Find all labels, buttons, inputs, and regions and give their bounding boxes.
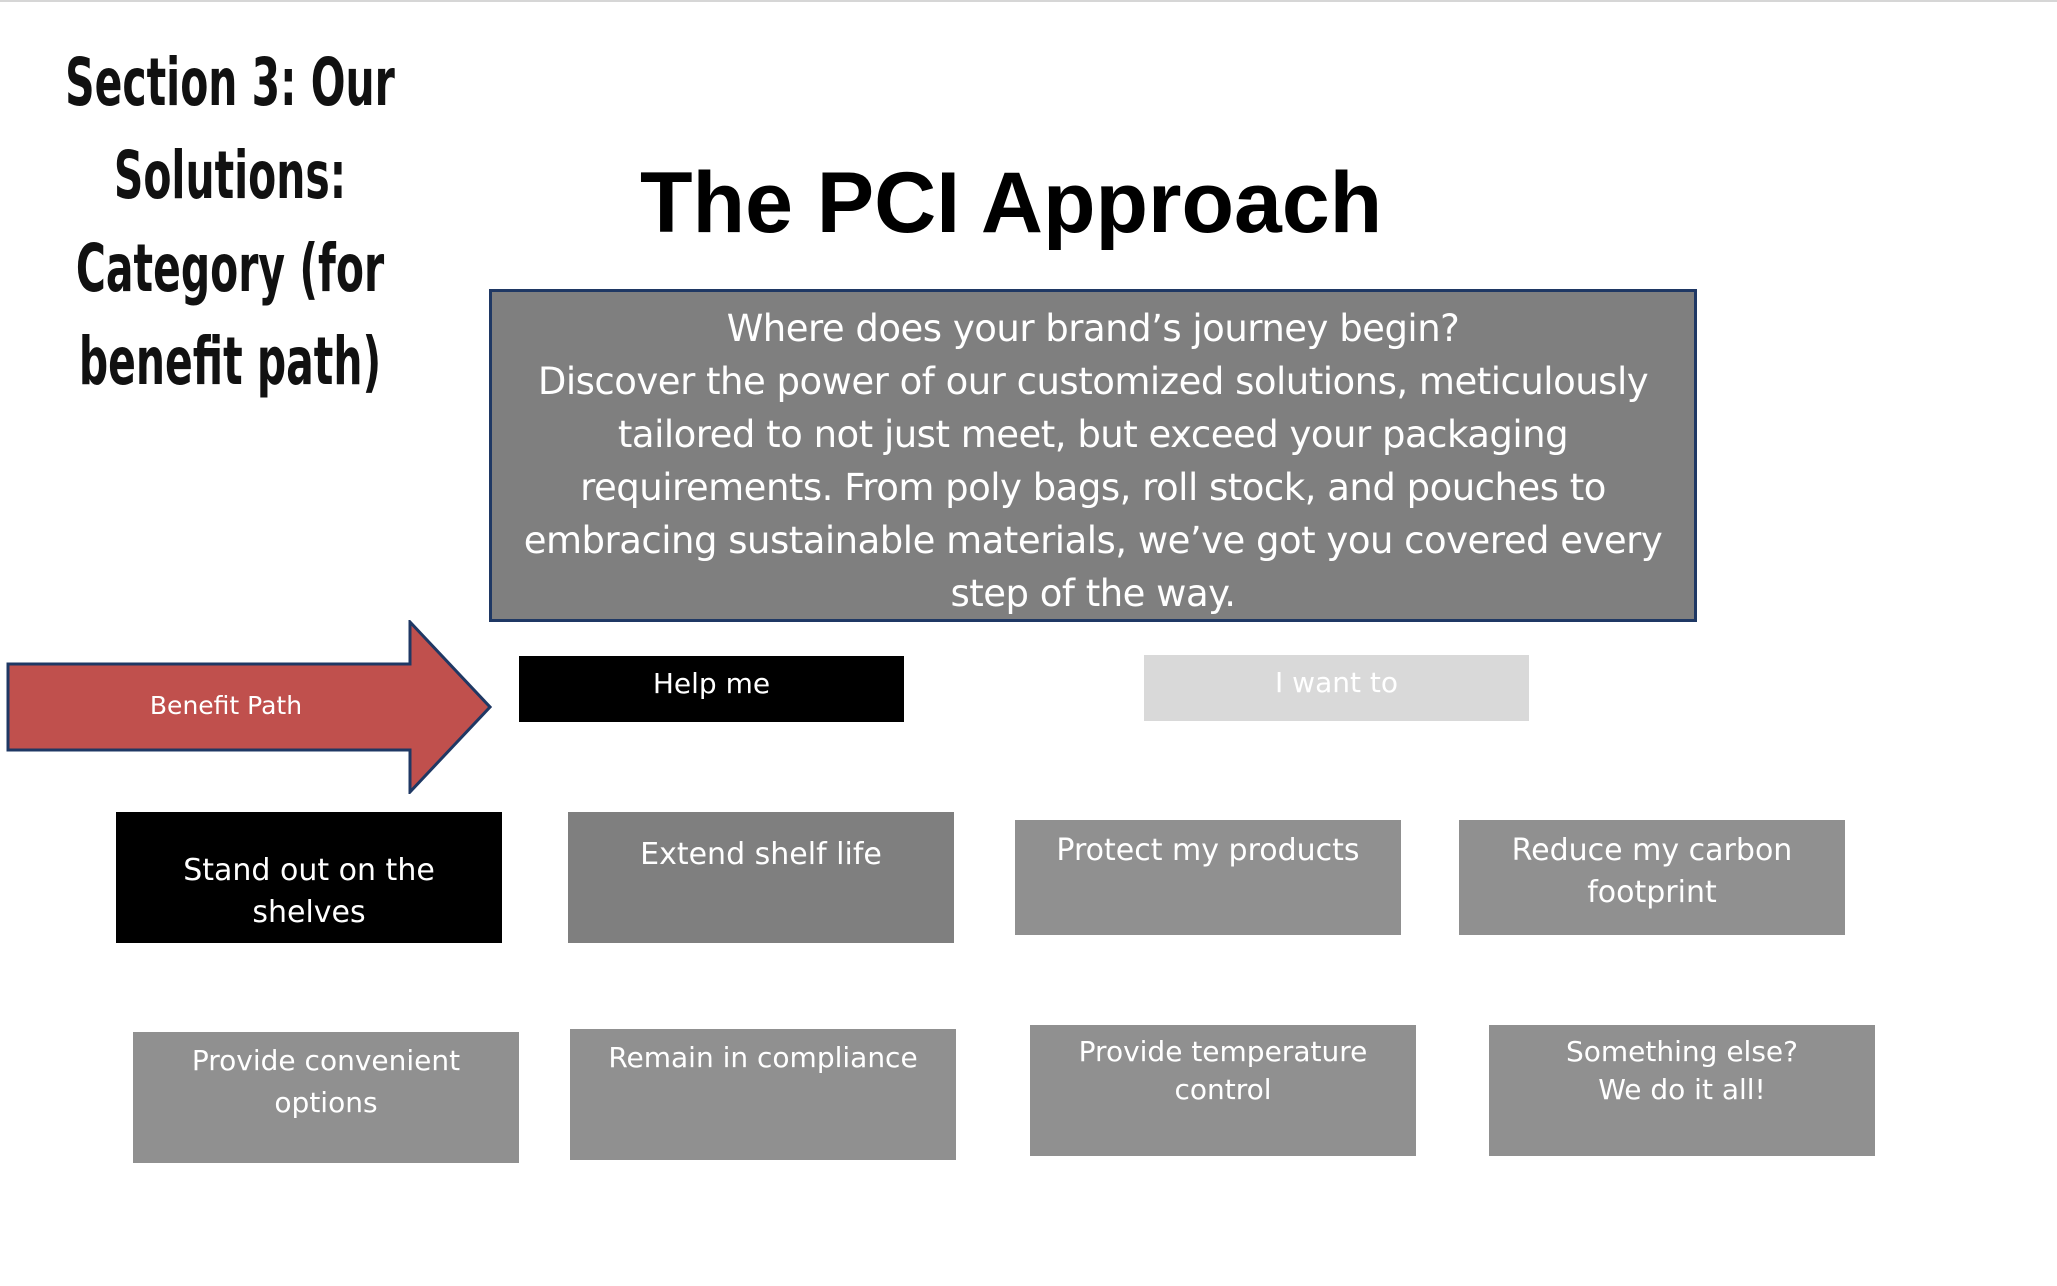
section-title: Section 3: Our Solutions: Category (for … [65,44,395,400]
intro-textbox: Where does your brand’s journey begin? D… [489,289,1697,622]
benefit-path-label: Benefit Path [149,691,303,720]
top-divider [0,0,2057,2]
intro-body: Discover the power of our customized sol… [523,360,1663,615]
benefit-path-arrow-icon [6,620,492,794]
page-title: The PCI Approach [640,155,1383,251]
benefit-reduce-carbon-button[interactable]: Reduce my carbon footprint [1459,820,1845,935]
benefit-extend-shelf-life-button[interactable]: Extend shelf life [568,812,954,943]
benefit-something-else-button[interactable]: Something else? We do it all! [1489,1025,1875,1156]
help-me-button[interactable]: Help me [519,656,904,722]
benefit-compliance-button[interactable]: Remain in compliance [570,1029,956,1160]
benefit-protect-products-button[interactable]: Protect my products [1015,820,1401,935]
benefit-stand-out-button[interactable]: Stand out on the shelves [116,812,502,943]
intro-question: Where does your brand’s journey begin? [726,307,1460,350]
benefit-convenient-options-button[interactable]: Provide convenient options [133,1032,519,1163]
i-want-to-button[interactable]: I want to [1144,655,1529,721]
benefit-temperature-control-button[interactable]: Provide temperature control [1030,1025,1416,1156]
